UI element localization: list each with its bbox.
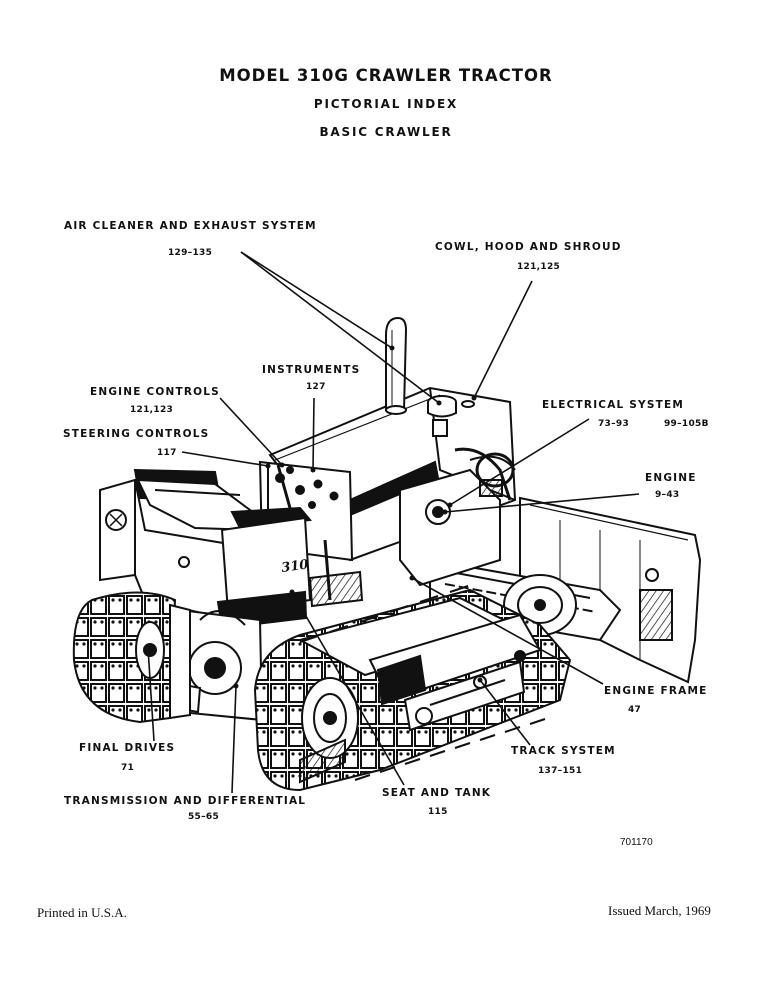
svg-text:310: 310: [280, 557, 309, 576]
callout-electrical-label: ELECTRICAL SYSTEM: [542, 399, 684, 411]
callout-cowl-label: COWL, HOOD AND SHROUD: [435, 241, 622, 253]
callout-engine-frame-label: ENGINE FRAME: [604, 685, 708, 697]
callout-track-system-pages: 137–151: [538, 766, 583, 776]
callout-instruments-label: INSTRUMENTS: [262, 364, 361, 376]
left-final-drive: [156, 608, 264, 722]
callout-cowl-pages: 121,125: [517, 262, 561, 272]
callout-transmission-label: TRANSMISSION AND DIFFERENTIAL: [64, 795, 307, 807]
callout-final-drives-pages: 71: [121, 763, 135, 773]
callout-steering-label: STEERING CONTROLS: [63, 428, 210, 440]
callout-seat-tank-label: SEAT AND TANK: [382, 787, 492, 799]
page-title: MODEL 310G CRAWLER TRACTOR: [219, 66, 553, 85]
callout-engine-controls-pages: 121,123: [130, 405, 174, 415]
callout-engine-frame-pages: 47: [628, 705, 642, 715]
footer-printed: Printed in U.S.A.: [37, 905, 127, 920]
callout-track-system-label: TRACK SYSTEM: [511, 745, 616, 757]
footer-issued: Issued March, 1969: [608, 903, 711, 918]
leader-lines: [147, 251, 640, 794]
callout-electrical-pages-a: 73–93: [598, 419, 630, 429]
exhaust-stack: [385, 316, 408, 415]
seat-tank-plate: 310: [280, 557, 309, 576]
air-cleaner-cap: [427, 395, 475, 418]
callout-steering-pages: 117: [157, 448, 177, 458]
callout-engine-label: ENGINE: [645, 472, 697, 484]
callout-air-cleaner-pages: 129–135: [168, 248, 213, 258]
callout-final-drives-label: FINAL DRIVES: [79, 742, 176, 754]
callout-seat-tank-pages: 115: [428, 807, 448, 817]
callout-electrical-pages-b: 99–105B: [664, 419, 709, 429]
callout-instruments-pages: 127: [306, 382, 326, 392]
track-grousers: [299, 585, 546, 784]
left-track: [72, 591, 191, 724]
callout-engine-controls-label: ENGINE CONTROLS: [90, 386, 220, 398]
engine-block: [399, 447, 516, 587]
page-subtitle-pictorial-index: PICTORIAL INDEX: [313, 97, 459, 111]
operator-seat: [133, 468, 312, 532]
right-track-front: [253, 588, 572, 792]
callout-air-cleaner-label: AIR CLEANER AND EXHAUST SYSTEM: [64, 220, 317, 232]
page-subtitle-basic-crawler: BASIC CRAWLER: [319, 125, 453, 139]
callout-transmission-pages: 55–65: [188, 812, 220, 822]
leader-dots: [145, 345, 483, 689]
figure-number: 701170: [620, 837, 653, 848]
callout-engine-pages: 9–43: [655, 490, 680, 500]
